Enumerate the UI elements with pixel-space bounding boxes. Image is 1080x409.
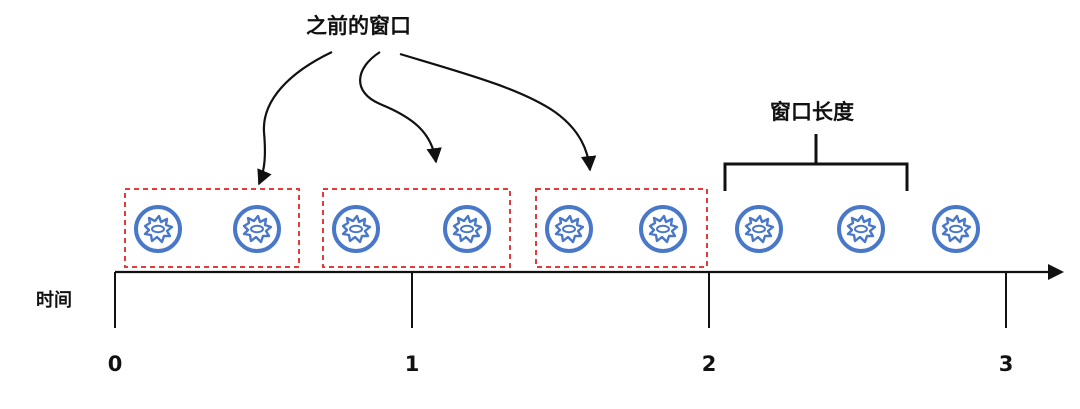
previous-windows-label: 之前的窗口 — [306, 14, 411, 38]
previous-window-3 — [535, 188, 708, 268]
event-icon-3 — [332, 205, 380, 253]
window-length-bracket — [723, 134, 909, 191]
event-icon-5 — [545, 205, 593, 253]
tick-label-2: 2 — [701, 352, 717, 376]
tick-label-0: 0 — [107, 352, 123, 376]
time-axis-label: 时间 — [36, 290, 72, 311]
event-icon-1 — [134, 205, 182, 253]
event-icon-7 — [735, 205, 783, 253]
event-icon-4 — [443, 205, 491, 253]
arrow-to-window-1 — [257, 51, 333, 186]
previous-window-2 — [322, 188, 511, 268]
tick-label-1: 1 — [404, 352, 420, 376]
arrow-to-window-3 — [399, 52, 597, 172]
event-icon-8 — [837, 205, 885, 253]
arrow-to-window-2 — [359, 51, 442, 164]
window-length-label: 窗口长度 — [770, 100, 854, 124]
event-icon-9 — [932, 205, 980, 253]
time-axis-arrowhead — [1048, 264, 1064, 280]
tick-label-3: 3 — [998, 352, 1014, 376]
event-icon-2 — [233, 205, 281, 253]
event-icon-6 — [639, 205, 687, 253]
